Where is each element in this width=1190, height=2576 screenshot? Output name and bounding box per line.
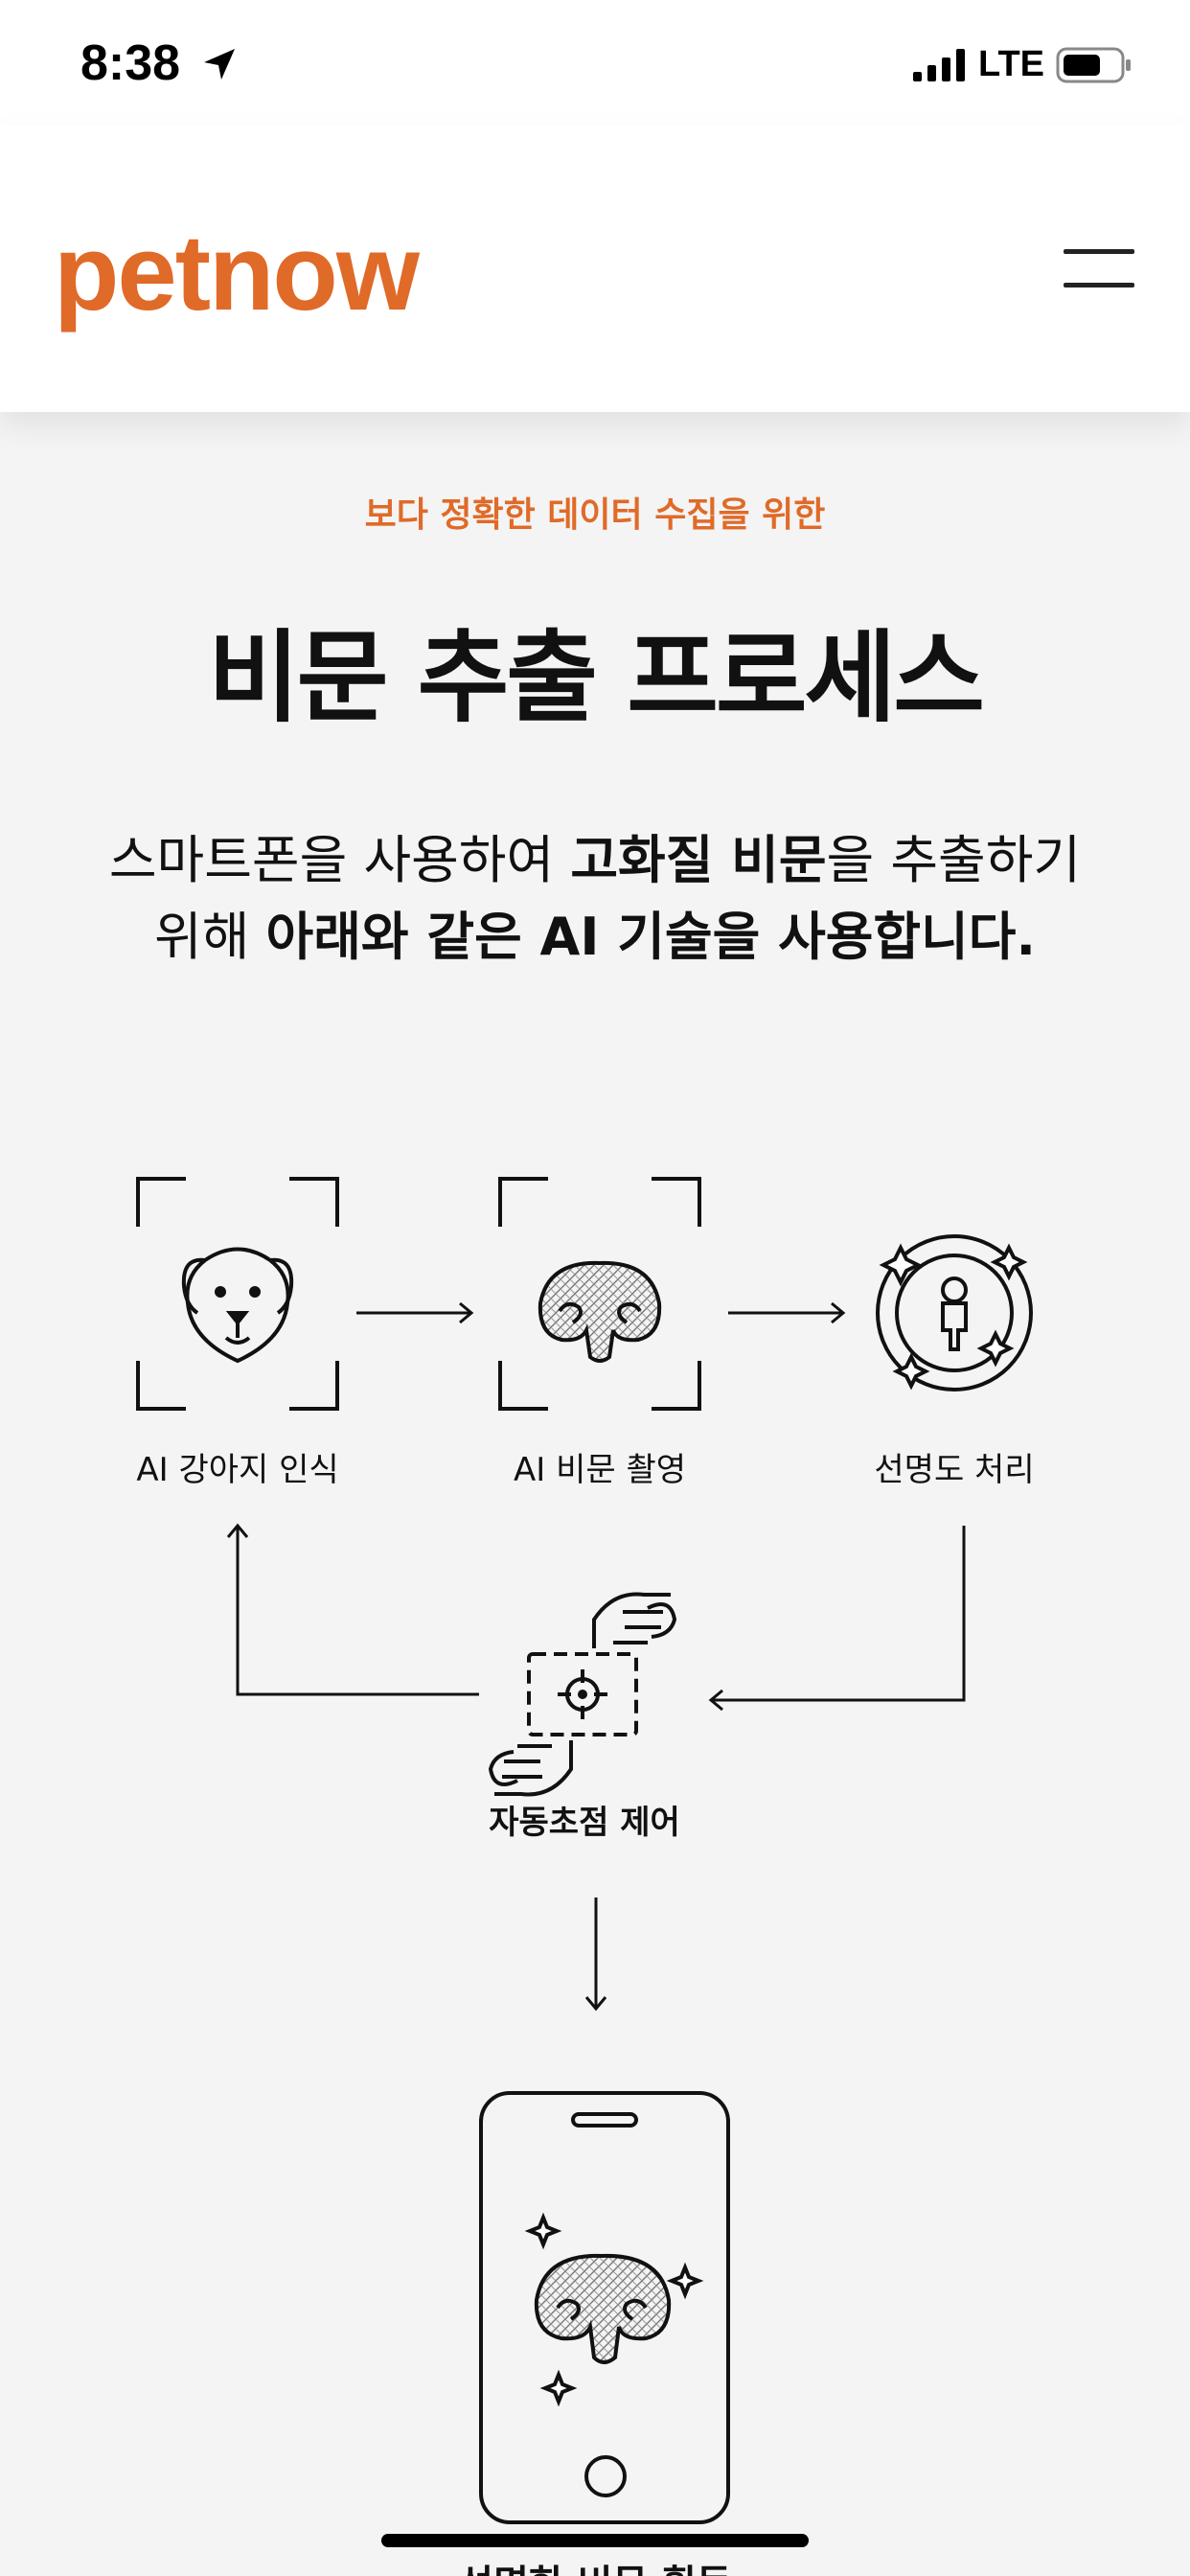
arrow-down-icon (584, 1898, 607, 2012)
section-description: 스마트폰을 사용하여 고화질 비문을 추출하기 위해 아래와 같은 AI 기술을… (108, 830, 1082, 967)
site-header: petnow (0, 125, 1190, 412)
arrow-right-icon (356, 1301, 474, 1324)
petnow-logo[interactable]: petnow (54, 213, 420, 333)
arrow-left-icon (708, 1526, 966, 1712)
battery-icon (1056, 47, 1131, 82)
step-label-nose-capture: AI 비문 촬영 (513, 1451, 687, 1489)
extraction-process-diagram: AI 강아지 인식 AI 비문 촬영 선명도 처리 자동초점 제어 (0, 1169, 1190, 2530)
signal-icon (913, 48, 966, 81)
arrow-up-icon (226, 1523, 479, 1696)
step-label-autofocus: 자동초점 제어 (489, 1804, 680, 1842)
step-label-clear-noseprint: 선명한 비문 획득 (0, 2553, 1190, 2576)
dog-recognition-icon (136, 1177, 339, 1411)
section-title: 비문 추출 프로세스 (208, 619, 985, 736)
status-time: 8:38 (80, 34, 239, 92)
section-eyebrow: 보다 정확한 데이터 수집을 위한 (364, 495, 826, 535)
status-bar: 8:38 LTE (0, 0, 1190, 125)
network-type: LTE (978, 44, 1044, 84)
home-indicator[interactable] (381, 2534, 809, 2547)
autofocus-control-icon (488, 1592, 677, 1797)
status-indicators: LTE (913, 44, 1133, 85)
step-label-sharpness: 선명도 처리 (874, 1451, 1035, 1489)
location-arrow-icon (203, 49, 235, 80)
arrow-right-icon (728, 1301, 846, 1324)
step-label-dog-recognition: AI 강아지 인식 (136, 1451, 339, 1489)
sharpness-processing-icon (876, 1234, 1033, 1392)
nose-capture-icon (498, 1177, 701, 1411)
hamburger-menu-icon[interactable] (1064, 249, 1134, 288)
phone-nose-result-icon (479, 2091, 730, 2524)
